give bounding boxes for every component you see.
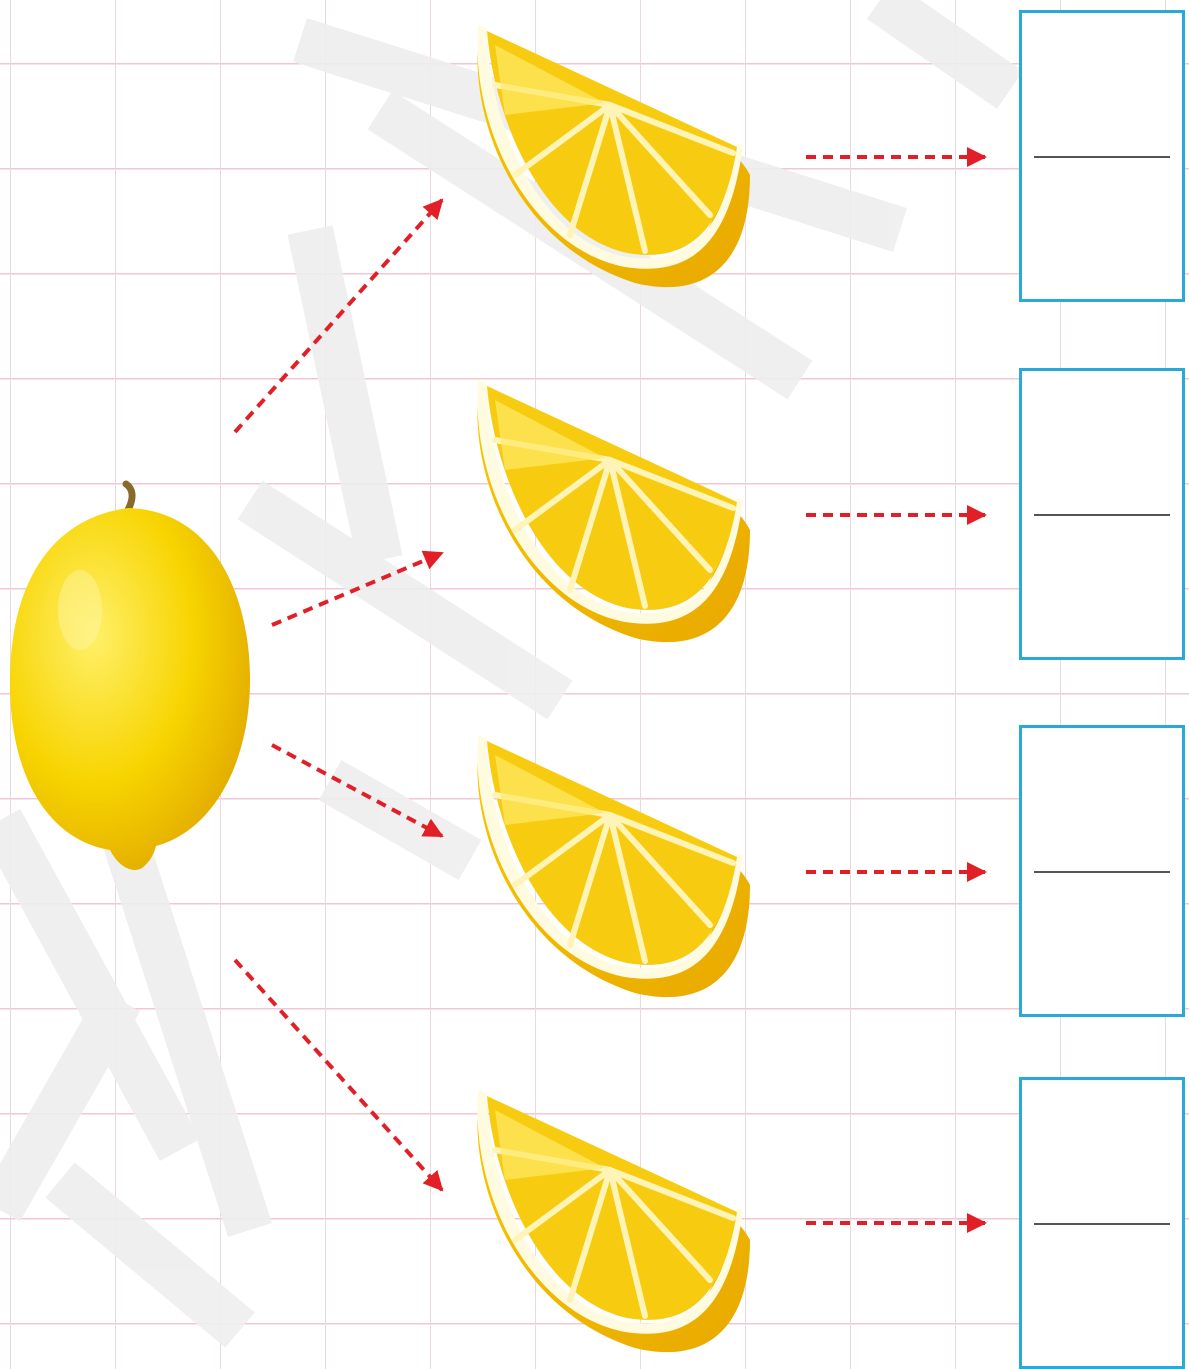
lemon-slice-1-icon [477,25,750,287]
whole-to-slice-1-arrow-icon [235,200,442,432]
whole-to-slice-2-arrow-icon [272,553,442,625]
lemon-slice-4-icon [477,1090,750,1352]
lemon-slice-3-icon [477,735,750,997]
lemon-slice-2-icon [477,380,750,642]
fraction-answer-box-2[interactable] [1019,368,1185,660]
whole-lemon-icon [10,484,250,870]
fraction-answer-box-1[interactable] [1019,10,1185,302]
fraction-bar [1034,871,1170,873]
fraction-bar [1034,156,1170,158]
fraction-answer-box-3[interactable] [1019,725,1185,1017]
fraction-answer-box-4[interactable] [1019,1077,1185,1369]
whole-to-slice-3-arrow-icon [272,745,442,836]
fraction-bar [1034,514,1170,516]
whole-to-slice-4-arrow-icon [235,960,442,1190]
fraction-bar [1034,1223,1170,1225]
